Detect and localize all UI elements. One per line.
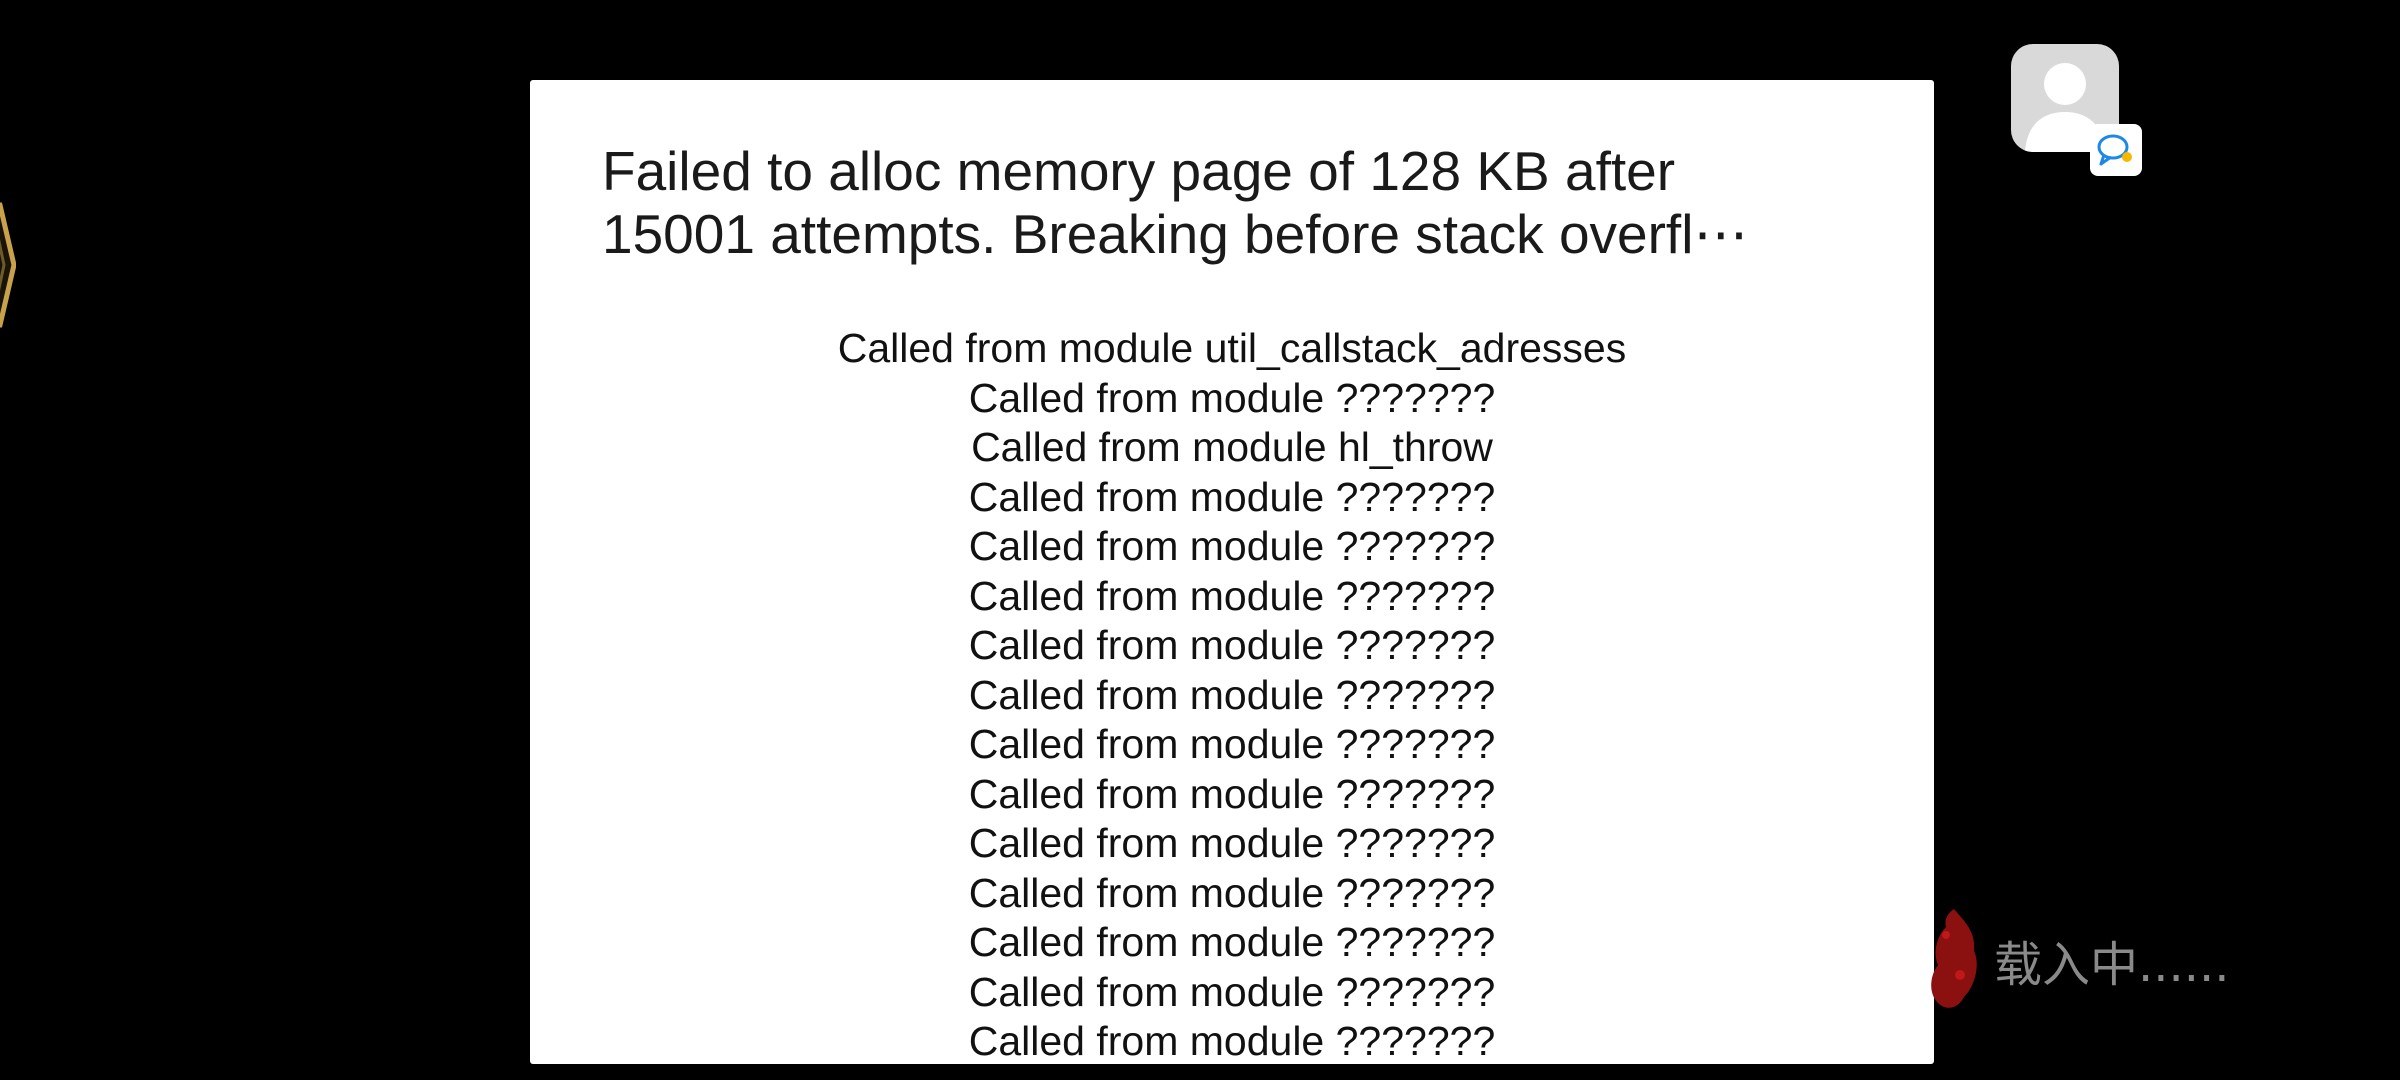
callstack-line: Called from module ??????? [968,919,1496,965]
callstack-line: Called from module ??????? [968,473,1496,520]
callstack-line: Called from module ??????? [968,523,1496,569]
error-dialog: Failed to alloc memory page of 128 KB af… [530,80,1934,1064]
error-title: Failed to alloc memory page of 128 KB af… [602,140,1872,266]
callstack-line: Called from module ??????? [968,1018,1496,1064]
error-title-line-1: Failed to alloc memory page of 128 KB af… [602,140,1676,202]
callstack-line: Called from module ??????? [968,622,1496,668]
hexagon-badge-icon [0,202,16,328]
callstack-line: Called from module ??????? [968,721,1496,767]
callstack-line: Called from module ??????? [968,869,1496,916]
chat-bubble-icon [2097,134,2132,166]
user-avatar-icon[interactable] [2011,44,2119,152]
error-title-line-2: 15001 attempts. Breaking before stack ov… [602,203,1749,265]
callstack-line: Called from module util_callstack_adress… [837,325,1627,371]
chat-button[interactable] [2090,124,2142,176]
callstack-line: Called from module ??????? [968,671,1496,718]
callstack-line: Called from module hl_throw [971,424,1493,470]
callstack-line: Called from module ??????? [968,770,1496,817]
callstack-line: Called from module ??????? [968,968,1496,1015]
user-silhouette-icon [2025,63,2105,152]
callstack-line: Called from module ??????? [968,374,1496,421]
callstack-line: Called from module ??????? [968,572,1496,619]
callstack-line: Called from module ??????? [968,820,1496,866]
callstack-list: Called from module util_callstack_adress… [530,324,1934,1064]
loading-text: 载入中...... [1994,937,2230,993]
loading-emblem-icon [1931,909,1977,1008]
loading-indicator: 载入中...... [1924,900,2230,1020]
